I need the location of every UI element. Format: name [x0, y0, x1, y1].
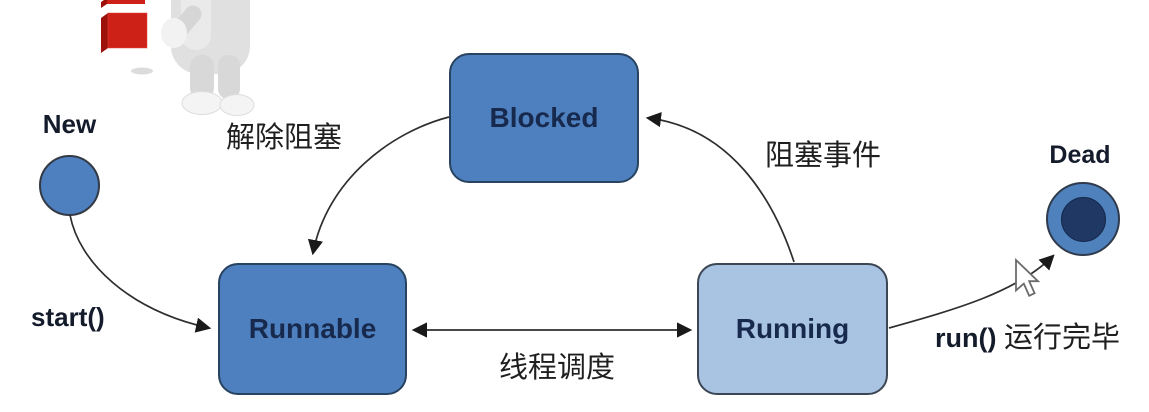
label-unblock-transition: 解除阻塞: [226, 122, 343, 154]
label-schedule-transition: 线程调度: [499, 352, 616, 384]
label-run-method: run(): [935, 323, 997, 353]
person-figure-icon: [161, 0, 255, 116]
label-run-complete-transition: run() 运行完毕: [935, 322, 1121, 355]
block-shadow: [131, 67, 153, 75]
state-running-label: Running: [735, 313, 850, 344]
label-new: New: [42, 109, 97, 139]
state-runnable-box: Runnable: [218, 263, 407, 395]
person-illustration: [101, 0, 255, 116]
label-block-event-transition: 阻塞事件: [765, 140, 882, 172]
state-blocked-label: Blocked: [489, 102, 599, 133]
state-runnable-label: Runnable: [248, 313, 377, 344]
state-dead-circle: [1046, 182, 1120, 256]
label-dead: Dead: [1049, 141, 1111, 169]
arrow-run-complete-running-to-dead: [888, 254, 1055, 329]
mouse-pointer-icon: [1015, 258, 1040, 298]
state-running-box: Running: [697, 263, 888, 395]
state-dead-inner-circle: [1060, 196, 1106, 242]
state-blocked-box: Blocked: [449, 53, 639, 183]
state-new-circle: [39, 155, 100, 216]
label-run-finished: 运行完毕: [1004, 322, 1121, 354]
label-start-transition: start(): [31, 302, 105, 332]
red-cubes-icon: [101, 0, 148, 53]
